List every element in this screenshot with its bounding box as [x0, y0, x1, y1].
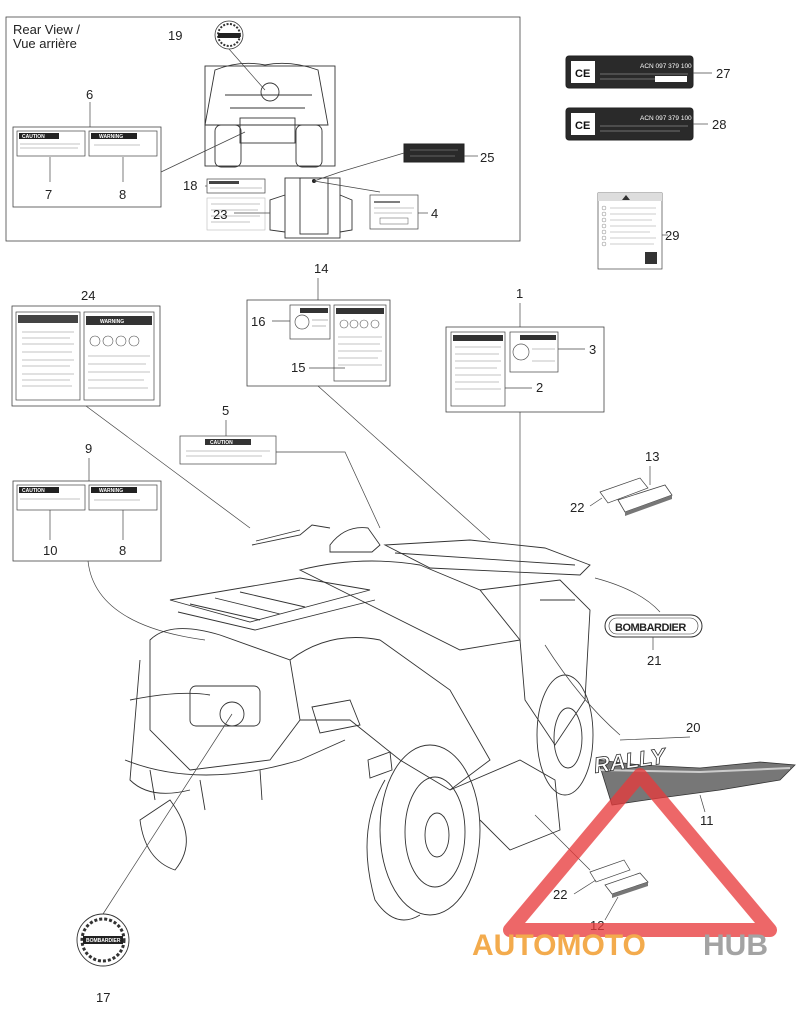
svg-text:BOMBARDIER: BOMBARDIER — [86, 938, 121, 944]
callout-22a: 22 — [570, 500, 584, 515]
decal-3 — [509, 331, 559, 373]
callout-8b: 8 — [119, 543, 126, 558]
decal-15 — [333, 304, 387, 382]
decal-18 — [206, 178, 266, 194]
callout-1: 1 — [516, 286, 523, 301]
svg-text:ACN 097 379 100: ACN 097 379 100 — [640, 63, 692, 70]
rear-view-title: Rear View / — [13, 22, 80, 37]
callout-9: 9 — [85, 441, 92, 456]
callout-28: 28 — [712, 117, 726, 132]
decal-8-warning-rear: WARNING — [88, 130, 158, 157]
callout-10: 10 — [43, 543, 57, 558]
rear-view-subtitle: Vue arrière — [13, 36, 77, 51]
callout-14: 14 — [314, 261, 328, 276]
callout-2: 2 — [536, 380, 543, 395]
reflector-12 — [604, 872, 649, 898]
callout-17: 17 — [96, 990, 110, 1005]
svg-text:AUTOMOTO: AUTOMOTO — [472, 929, 646, 962]
reflector-22-bottom — [589, 859, 631, 883]
callout-8a: 8 — [119, 187, 126, 202]
decal-8-warning-front: WARNING — [88, 484, 158, 511]
decal-2-warning — [450, 331, 506, 407]
callout-5: 5 — [222, 403, 229, 418]
svg-text:WARNING: WARNING — [99, 134, 123, 140]
decal-5-caution: CAUTION — [179, 435, 277, 465]
callout-6: 6 — [86, 87, 93, 102]
rear-vehicle-sketch — [204, 62, 353, 239]
svg-text:CE: CE — [575, 120, 590, 132]
automotohub-watermark: AUTOMOTO HUB — [472, 768, 777, 962]
decal-7-caution: CAUTION — [16, 130, 86, 157]
callout-16: 16 — [251, 314, 265, 329]
ce-decal-28: CE ACN 097 379 100 — [565, 107, 694, 141]
reflector-22-top — [599, 477, 649, 504]
rear-view-inset: Rear View / Vue arrière C — [5, 16, 521, 242]
callout-27: 27 — [716, 66, 730, 81]
callout-4: 4 — [431, 206, 438, 221]
round-badge-19 — [214, 20, 244, 50]
round-badge-17: BOMBARDIER — [76, 913, 130, 967]
decal-4 — [369, 194, 419, 230]
decal-23 — [206, 197, 266, 231]
svg-text:WARNING: WARNING — [99, 488, 123, 494]
callout-19: 19 — [168, 28, 182, 43]
decal-10-caution: CAUTION — [16, 484, 86, 511]
ce-decal-27: CE ACN 097 379 100 — [565, 55, 694, 89]
decal-29 — [597, 192, 663, 270]
svg-text:CE: CE — [575, 68, 590, 80]
svg-text:CAUTION: CAUTION — [210, 440, 233, 446]
decal-24-left — [15, 311, 81, 401]
callout-15: 15 — [291, 360, 305, 375]
callout-20: 20 — [686, 720, 700, 735]
callout-18: 18 — [183, 178, 197, 193]
callout-24: 24 — [81, 288, 95, 303]
decal-25 — [403, 143, 465, 163]
svg-text:BOMBARDIER: BOMBARDIER — [615, 622, 686, 634]
svg-text:HUB: HUB — [703, 929, 768, 962]
decal-16 — [289, 304, 331, 340]
callout-13: 13 — [645, 449, 659, 464]
svg-text:WARNING: WARNING — [100, 319, 124, 325]
atv-front-sketch — [124, 524, 594, 921]
callout-3: 3 — [589, 342, 596, 357]
callout-7: 7 — [45, 187, 52, 202]
brand-badge-21: BOMBARDIER — [604, 614, 703, 638]
svg-text:CAUTION: CAUTION — [22, 488, 45, 494]
callout-23: 23 — [213, 207, 227, 222]
decal-24-warning: WARNING — [83, 311, 155, 401]
callout-22b: 22 — [553, 887, 567, 902]
callout-29: 29 — [665, 228, 679, 243]
reflector-13 — [617, 484, 673, 516]
svg-text:CAUTION: CAUTION — [22, 134, 45, 140]
callout-11: 11 — [700, 813, 714, 828]
callout-25: 25 — [480, 150, 494, 165]
svg-text:ACN 097 379 100: ACN 097 379 100 — [640, 115, 692, 122]
callout-21: 21 — [647, 653, 661, 668]
